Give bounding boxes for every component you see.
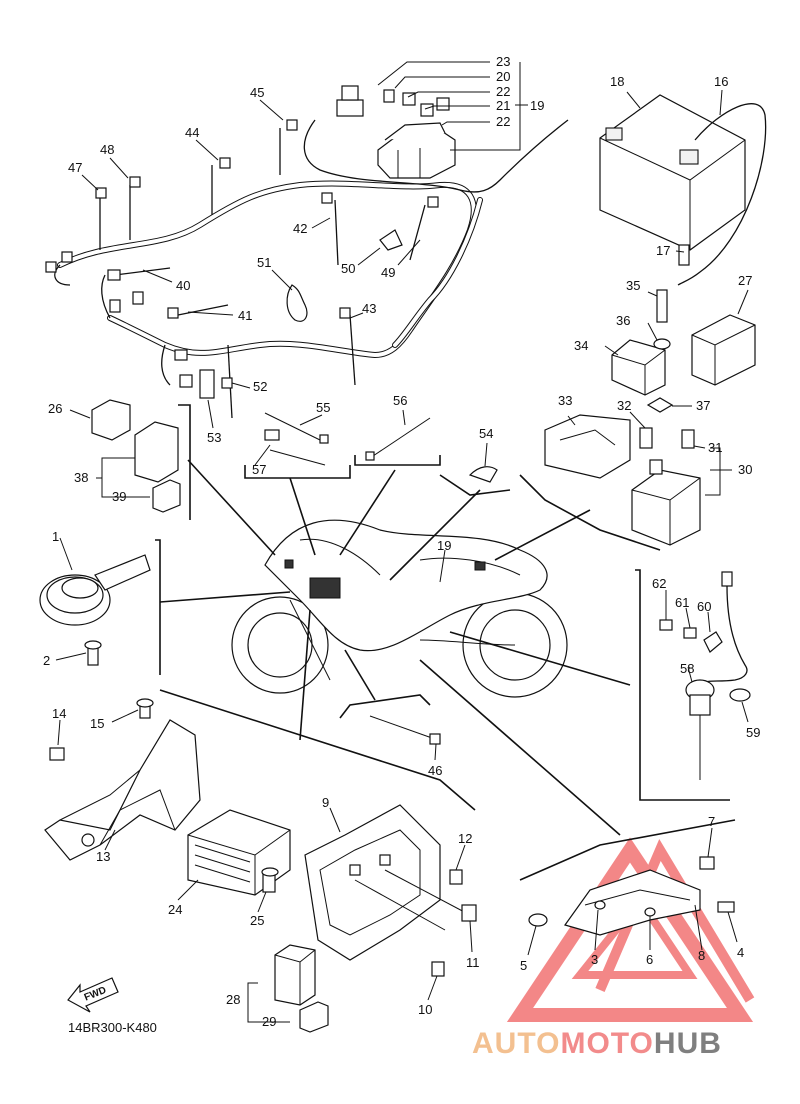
bracket-3: [528, 856, 735, 936]
label-leaders: [55, 61, 749, 1001]
label-51: 51: [257, 255, 271, 270]
cover-33: [544, 414, 653, 479]
label-53: 53: [207, 430, 221, 445]
starter-relay-34: [611, 289, 674, 413]
label-5: 5: [520, 958, 527, 973]
svg-text:AUTOMOTOHUB: AUTOMOTOHUB: [472, 1027, 722, 1060]
label-61: 61: [675, 595, 689, 610]
label-50: 50: [341, 261, 355, 276]
label-32: 32: [617, 398, 631, 413]
leader-lines: [159, 459, 631, 836]
label-41: 41: [238, 308, 252, 323]
label-47: 47: [68, 160, 82, 175]
watermark-auto: AUTO: [472, 1027, 560, 1060]
label-1: 1: [52, 529, 59, 544]
label-18: 18: [610, 74, 624, 89]
label-21: 21: [496, 98, 510, 113]
label-22a: 22: [496, 84, 510, 99]
label-62: 62: [652, 576, 666, 591]
label-8: 8: [698, 948, 705, 963]
label-22b: 22: [496, 114, 510, 129]
label-26: 26: [48, 401, 62, 416]
ecu-bracket-9: [304, 804, 477, 977]
label-28: 28: [226, 992, 240, 1007]
label-24: 24: [168, 902, 182, 917]
starter-relay-30: [631, 429, 701, 546]
label-57: 57: [252, 462, 266, 477]
label-4: 4: [737, 945, 744, 960]
label-16: 16: [714, 74, 728, 89]
part-labels: 23 20 22 21 19 22 18 16 45 44 48 47 42 5…: [43, 54, 760, 1035]
label-39: 39: [112, 489, 126, 504]
label-27: 27: [738, 273, 752, 288]
label-19b: 19: [437, 538, 451, 553]
label-36: 36: [616, 313, 630, 328]
label-10: 10: [418, 1002, 432, 1017]
sensor-58: [659, 571, 751, 780]
label-6: 6: [646, 952, 653, 967]
motorcycle: [231, 519, 568, 698]
label-3: 3: [591, 952, 598, 967]
label-43: 43: [362, 301, 376, 316]
label-46: 46: [428, 763, 442, 778]
label-60: 60: [697, 599, 711, 614]
label-19: 19: [530, 98, 544, 113]
diagram-code: 14BR300-K480: [68, 1020, 157, 1035]
label-33: 33: [558, 393, 572, 408]
bracket-13: [44, 698, 201, 861]
label-9: 9: [322, 795, 329, 810]
watermark-moto: MOTO: [560, 1027, 653, 1060]
label-52: 52: [253, 379, 267, 394]
label-37: 37: [696, 398, 710, 413]
label-15: 15: [90, 716, 104, 731]
watermark-text: AUTOMOTOHUB: [472, 1027, 722, 1060]
label-12: 12: [458, 831, 472, 846]
label-40: 40: [176, 278, 190, 293]
group-brackets: [155, 404, 736, 881]
relay-28: [247, 944, 329, 1033]
label-42: 42: [293, 221, 307, 236]
clamps: [199, 229, 498, 745]
label-23: 23: [496, 54, 510, 69]
label-38: 38: [74, 470, 88, 485]
label-29: 29: [262, 1014, 276, 1029]
fwd-arrow: [67, 977, 119, 1013]
label-2: 2: [43, 653, 50, 668]
watermark-triangle: [506, 837, 755, 1022]
label-25: 25: [250, 913, 264, 928]
label-35: 35: [626, 278, 640, 293]
label-45: 45: [250, 85, 264, 100]
label-14: 14: [52, 706, 66, 721]
label-31: 31: [708, 440, 722, 455]
label-30: 30: [738, 462, 752, 477]
fuse-box: [336, 85, 456, 179]
rectifier-24: [187, 809, 291, 896]
label-34: 34: [574, 338, 588, 353]
label-20: 20: [496, 69, 510, 84]
relay-27: [691, 314, 756, 386]
label-58: 58: [680, 661, 694, 676]
wire-harness: [45, 119, 569, 419]
label-59: 59: [746, 725, 760, 740]
label-7: 7: [708, 814, 715, 829]
battery: [599, 94, 767, 286]
watermark-hub: HUB: [654, 1027, 722, 1060]
horn: [39, 554, 151, 666]
label-56: 56: [393, 393, 407, 408]
label-54: 54: [479, 426, 493, 441]
relay-26: [91, 399, 181, 513]
label-13: 13: [96, 849, 110, 864]
label-55: 55: [316, 400, 330, 415]
label-17: 17: [656, 243, 670, 258]
label-11: 11: [466, 955, 480, 970]
label-48: 48: [100, 142, 114, 157]
label-49: 49: [381, 265, 395, 280]
label-44: 44: [185, 125, 199, 140]
